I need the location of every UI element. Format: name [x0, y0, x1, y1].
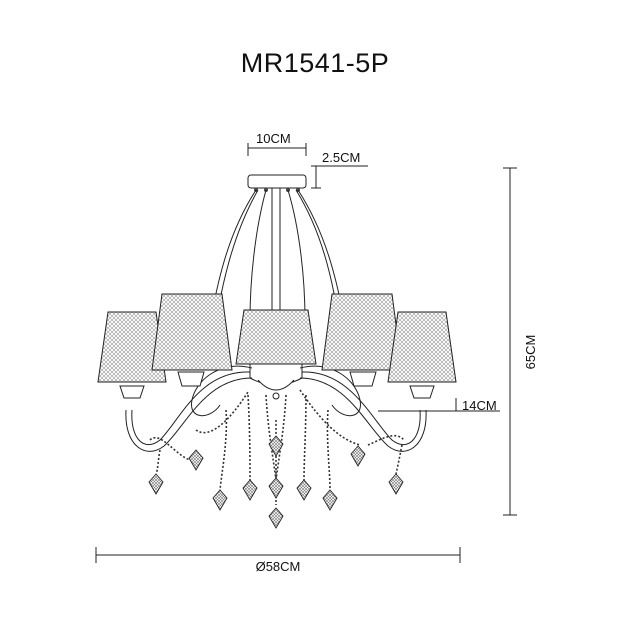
lamp-shades	[97, 293, 457, 399]
crystal-drop	[268, 507, 284, 529]
crystal-drop	[322, 489, 338, 511]
crystal-drop	[148, 473, 164, 495]
crystal-drop	[242, 479, 258, 501]
arm-drop-label: 14CM	[462, 398, 497, 413]
crystal-drop	[268, 477, 284, 499]
canopy-height-dimension: 2.5CM	[311, 150, 368, 189]
diameter-label: Ø58CM	[256, 559, 301, 574]
canopy-height-label: 2.5CM	[322, 150, 360, 165]
diameter-dimension: Ø58CM	[95, 547, 461, 574]
crystal-drop	[296, 479, 312, 501]
height-dimension: 65CM	[503, 167, 538, 516]
bead-chains	[149, 389, 405, 505]
crystal-drop	[350, 445, 366, 467]
crystal-drop	[268, 435, 284, 457]
arms	[125, 365, 427, 452]
crystal-drop	[388, 473, 404, 495]
crystal-drop	[212, 489, 228, 511]
model-title: MR1541-5P	[240, 48, 390, 78]
crystal-drops	[148, 435, 404, 529]
canopy	[247, 174, 307, 192]
shade-left	[97, 311, 167, 399]
crystal-drop	[188, 449, 204, 471]
canopy-width-dimension: 10CM	[247, 131, 307, 156]
arm-drop-dimension: 14CM	[378, 398, 500, 413]
canopy-width-label: 10CM	[256, 131, 291, 146]
shade-inner-right	[321, 293, 403, 387]
shade-right	[387, 311, 457, 399]
shade-center	[235, 309, 317, 365]
height-label: 65CM	[523, 335, 538, 370]
shade-inner-left	[151, 293, 233, 387]
